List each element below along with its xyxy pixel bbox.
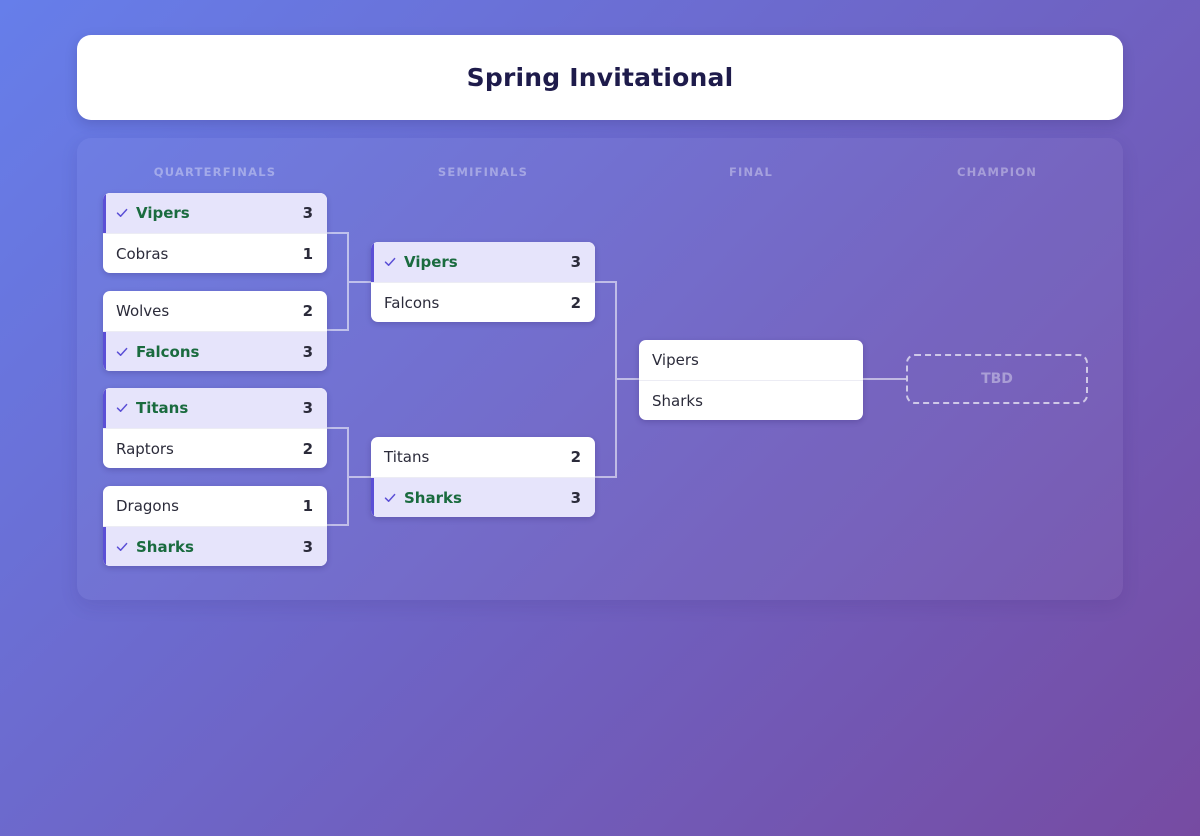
team-row[interactable]: Dragons 1 xyxy=(103,486,327,526)
check-icon xyxy=(116,207,128,219)
connector-sf1-sf2 xyxy=(595,281,617,478)
round-label-champion: CHAMPION xyxy=(956,165,1038,179)
match-qf-2: Wolves 2 Falcons 3 xyxy=(103,291,327,371)
page-title: Spring Invitational xyxy=(466,63,734,92)
check-icon xyxy=(384,492,396,504)
check-icon xyxy=(116,346,128,358)
connector-qf1-qf2 xyxy=(327,232,349,331)
round-label-quarterfinals: QUARTERFINALS xyxy=(153,165,277,179)
team-score: 3 xyxy=(570,253,581,271)
team-score: 3 xyxy=(302,342,313,361)
team-row[interactable]: Titans 3 xyxy=(103,388,327,428)
connector-to-sf2 xyxy=(349,476,371,478)
team-name: Titans xyxy=(384,448,430,466)
team-row[interactable]: Sharks xyxy=(639,380,863,420)
team-row[interactable]: Titans 2 xyxy=(371,437,595,477)
team-name: Titans xyxy=(136,399,189,417)
team-name: Vipers xyxy=(404,253,458,271)
connector-qf3-qf4 xyxy=(327,427,349,526)
connector-to-sf1 xyxy=(349,281,371,283)
team-row[interactable]: Vipers xyxy=(639,340,863,380)
team-row[interactable]: Sharks 3 xyxy=(103,526,327,566)
team-score: 2 xyxy=(570,448,581,466)
team-score: 3 xyxy=(570,488,581,507)
match-sf-1: Vipers 3 Falcons 2 xyxy=(371,242,595,322)
check-icon xyxy=(116,402,128,414)
team-name: Sharks xyxy=(404,488,462,507)
team-name: Vipers xyxy=(652,351,699,369)
team-name: Sharks xyxy=(136,537,194,556)
match-sf-2: Titans 2 Sharks 3 xyxy=(371,437,595,517)
team-score: 2 xyxy=(302,439,313,458)
connector-to-champion xyxy=(863,378,906,380)
team-row[interactable]: Falcons 3 xyxy=(103,331,327,371)
champion-slot: TBD xyxy=(906,354,1088,404)
team-row[interactable]: Wolves 2 xyxy=(103,291,327,331)
team-score: 2 xyxy=(570,293,581,312)
team-name: Cobras xyxy=(116,244,169,263)
check-icon xyxy=(116,541,128,553)
check-icon xyxy=(384,256,396,268)
team-score: 1 xyxy=(302,244,313,263)
connector-to-final xyxy=(617,378,639,380)
team-score: 3 xyxy=(302,399,313,417)
team-name: Raptors xyxy=(116,439,174,458)
match-final: Vipers Sharks xyxy=(639,340,863,420)
team-name: Vipers xyxy=(136,204,190,222)
team-row[interactable]: Cobras 1 xyxy=(103,233,327,273)
round-label-final: FINAL xyxy=(729,165,773,179)
team-row[interactable]: Raptors 2 xyxy=(103,428,327,468)
team-name: Falcons xyxy=(384,293,440,312)
team-name: Sharks xyxy=(652,391,703,410)
team-score: 1 xyxy=(302,497,313,515)
match-qf-4: Dragons 1 Sharks 3 xyxy=(103,486,327,566)
team-row[interactable]: Vipers 3 xyxy=(103,193,327,233)
team-name: Dragons xyxy=(116,497,179,515)
team-name: Wolves xyxy=(116,302,170,320)
team-name: Falcons xyxy=(136,342,200,361)
champion-label: TBD xyxy=(981,371,1013,387)
match-qf-1: Vipers 3 Cobras 1 xyxy=(103,193,327,273)
team-score: 3 xyxy=(302,204,313,222)
team-row[interactable]: Falcons 2 xyxy=(371,282,595,322)
team-row[interactable]: Sharks 3 xyxy=(371,477,595,517)
round-label-semifinals: SEMIFINALS xyxy=(437,165,529,179)
team-score: 2 xyxy=(302,302,313,320)
team-score: 3 xyxy=(302,537,313,556)
match-qf-3: Titans 3 Raptors 2 xyxy=(103,388,327,468)
team-row[interactable]: Vipers 3 xyxy=(371,242,595,282)
header-card: Spring Invitational xyxy=(77,35,1123,120)
